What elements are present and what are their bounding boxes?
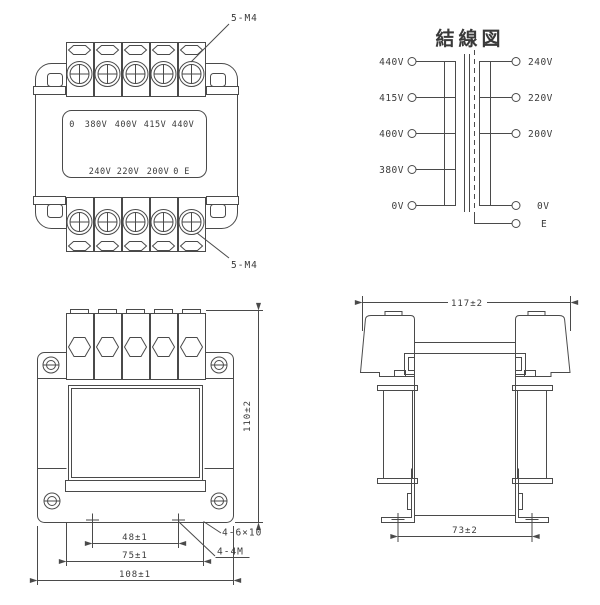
plate-tap-label: 220V — [117, 167, 139, 177]
earth-lead-line — [474, 214, 512, 224]
secondary-tap-label: 240V — [528, 57, 553, 68]
secondary-terminal-block — [66, 197, 206, 252]
plate-tap-label: 380V — [85, 120, 107, 130]
secondary-tap-label: 0V — [537, 201, 549, 212]
secondary-tap-label: 220V — [528, 93, 553, 104]
terminal-screw-icon — [94, 209, 121, 235]
screw-spec-callout: 5-M4 — [231, 260, 258, 271]
top-view: 0 380V 400V 415V 440V 240V 220V 200V 0 E… — [33, 13, 258, 271]
terminal-screw-icon — [150, 61, 177, 87]
core-stack — [414, 342, 516, 516]
plate-tap-label: 400V — [115, 120, 137, 130]
name-plate: 0 380V 400V 415V 440V 240V 220V 200V 0 E — [62, 110, 207, 178]
primary-tap-label: 0V — [392, 201, 404, 212]
plate-tap-label: 0 — [69, 120, 75, 130]
mount-bracket-right — [515, 468, 549, 527]
wiring-diagram: 結線図 440V 415V 400V 380V 0V — [379, 27, 553, 230]
primary-tap-label: 380V — [379, 165, 404, 176]
corner-foot-top-left — [33, 73, 66, 95]
front-view: 48±1 75±1 108±1 110±2 4-6×10 4-4M — [29, 302, 263, 585]
terminal-circle-icon — [511, 93, 521, 102]
terminal-circle-icon — [407, 57, 417, 66]
coil-window-outer — [68, 385, 203, 481]
secondary-winding-connections: 240V 220V 200V 0V E — [479, 57, 553, 230]
terminal-circle-icon — [511, 201, 521, 210]
plate-tap-label: 0 — [173, 167, 179, 177]
terminal-screw-icon — [122, 209, 149, 235]
terminal-circle-icon — [511, 219, 521, 228]
corner-foot-bottom-left — [33, 196, 66, 218]
terminal-screw-icon — [66, 61, 93, 87]
terminal-circle-icon — [407, 201, 417, 210]
terminal-screw-icon — [94, 61, 121, 87]
primary-terminal-block — [66, 42, 206, 97]
primary-tap-label: 415V — [379, 93, 404, 104]
hole-spec-callout: 4-4M — [217, 547, 244, 558]
bobbin-side-left — [377, 385, 418, 484]
front-terminal-block — [66, 309, 206, 380]
mount-screw-icon — [43, 492, 61, 510]
mount-screw-icon — [210, 492, 228, 510]
dim-slot-pitch: 75±1 — [122, 551, 148, 561]
callout-leader-line — [203, 521, 222, 534]
terminal-screw-icon — [122, 61, 149, 87]
terminal-circle-icon — [407, 129, 417, 138]
slot-spec-callout: 4-6×10 — [222, 528, 262, 539]
dim-hole-pitch: 48±1 — [122, 533, 148, 543]
dim-overall-height: 110±2 — [243, 400, 253, 432]
corner-foot-bottom-right — [206, 196, 239, 218]
dim-overall-width: 108±1 — [119, 570, 151, 580]
plate-tap-label: 200V — [147, 167, 169, 177]
primary-tap-label: 440V — [379, 57, 404, 68]
front-view-dimensions: 48±1 75±1 108±1 110±2 4-6×10 4-4M — [29, 302, 263, 585]
terminal-screw-icon — [66, 209, 93, 235]
terminal-screw-icon — [150, 209, 177, 235]
secondary-tap-label: 200V — [528, 129, 553, 140]
terminal-circle-icon — [407, 165, 417, 174]
wiring-diagram-title: 結線図 — [435, 27, 504, 50]
corner-foot-top-right — [206, 73, 239, 95]
coil-flange — [65, 480, 206, 492]
plate-tap-label: 440V — [172, 120, 194, 130]
dim-overall-depth: 117±2 — [451, 299, 483, 309]
coil-window-inner — [71, 388, 200, 478]
plate-tap-label: 240V — [89, 167, 111, 177]
side-view-depth-dimension: 117±2 — [354, 296, 579, 331]
mount-screw-icon — [42, 356, 60, 374]
bobbin-side-right — [512, 385, 553, 484]
side-view-foot-dimension: 73±2 — [390, 524, 540, 542]
terminal-screw-icon — [178, 61, 205, 87]
mount-screw-icon — [210, 356, 228, 374]
callout-leader-line — [190, 23, 230, 63]
terminal-circle-icon — [511, 57, 521, 66]
dim-foot-pitch: 73±2 — [452, 526, 478, 536]
terminal-circle-icon — [407, 93, 417, 102]
callout-leader-line — [178, 521, 216, 557]
callout-leader-line — [196, 232, 230, 259]
side-terminal-block-left — [359, 311, 415, 377]
side-terminal-block-right — [515, 311, 571, 377]
plate-tap-label: 415V — [144, 120, 166, 130]
terminal-screw-icon — [178, 209, 205, 235]
primary-tap-label: 400V — [379, 129, 404, 140]
plate-tap-label: E — [184, 167, 190, 177]
primary-winding-connections: 440V 415V 400V 380V 0V — [379, 57, 456, 212]
screw-spec-callout: 5-M4 — [231, 13, 258, 24]
primary-winding-symbol — [444, 61, 456, 206]
side-view: 117±2 — [354, 296, 579, 542]
secondary-tap-label: E — [541, 219, 547, 230]
terminal-circle-icon — [511, 129, 521, 138]
mount-bracket-left — [381, 468, 415, 527]
